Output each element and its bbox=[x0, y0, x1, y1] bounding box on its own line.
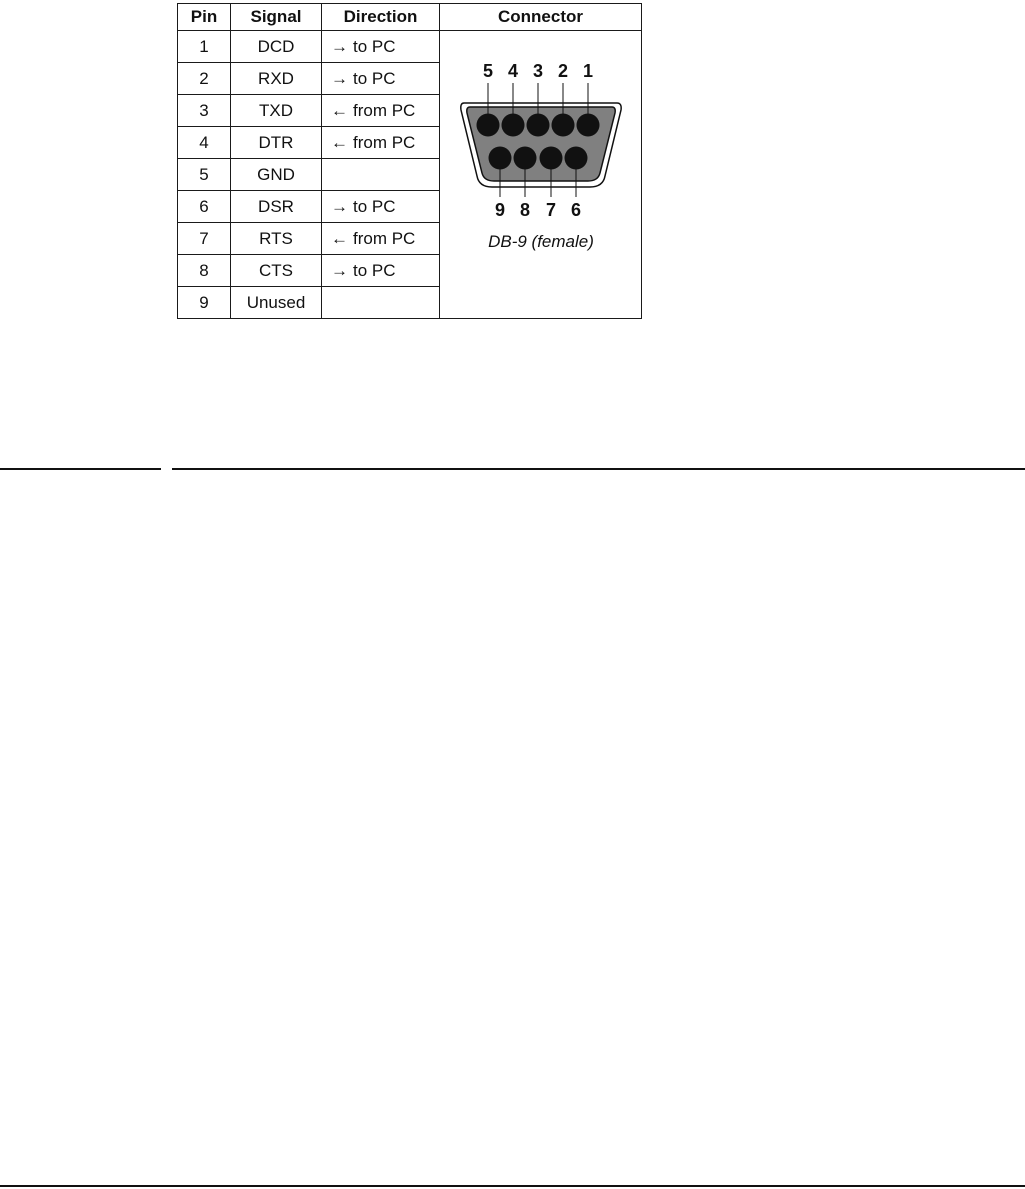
header-pin: Pin bbox=[177, 3, 231, 31]
direction-cell: ←from PC bbox=[321, 126, 440, 159]
pin-label-2: 2 bbox=[558, 61, 568, 81]
signal-name: DCD bbox=[230, 30, 322, 63]
section-rule-right bbox=[172, 468, 1025, 470]
direction-cell: →to PC bbox=[321, 62, 440, 95]
table-row: 2 RXD →to PC bbox=[177, 62, 642, 95]
pin-hole-7 bbox=[539, 146, 563, 170]
header-signal: Signal bbox=[230, 3, 322, 31]
direction-text: from PC bbox=[353, 100, 416, 120]
pin-hole-8 bbox=[513, 146, 537, 170]
pin-number: 8 bbox=[177, 254, 231, 287]
direction-text: to PC bbox=[353, 196, 396, 216]
direction-text: to PC bbox=[353, 260, 396, 280]
arrow-right-icon: → bbox=[331, 36, 348, 56]
connector-outer-shell bbox=[460, 102, 622, 188]
table-row: 8 CTS →to PC bbox=[177, 254, 642, 287]
pin-label-1: 1 bbox=[583, 61, 593, 81]
pin-label-9: 9 bbox=[495, 200, 505, 220]
pin-hole-6 bbox=[564, 146, 588, 170]
pin-number: 4 bbox=[177, 126, 231, 159]
pin-number: 9 bbox=[177, 286, 231, 319]
direction-cell: ←from PC bbox=[321, 222, 440, 255]
signal-name: RTS bbox=[230, 222, 322, 255]
table-row: 3 TXD ←from PC bbox=[177, 94, 642, 127]
arrow-right-icon: → bbox=[331, 68, 348, 88]
header-connector: Connector bbox=[439, 3, 642, 31]
direction-text: to PC bbox=[353, 68, 396, 88]
pin-hole-3 bbox=[526, 113, 550, 137]
arrow-left-icon: ← bbox=[331, 132, 348, 152]
signal-name: TXD bbox=[230, 94, 322, 127]
table-row: 7 RTS ←from PC bbox=[177, 222, 642, 255]
signal-name: CTS bbox=[230, 254, 322, 287]
table-row: 1 DCD →to PC bbox=[177, 30, 642, 319]
pin-number: 2 bbox=[177, 62, 231, 95]
pin-hole-9 bbox=[488, 146, 512, 170]
header-direction: Direction bbox=[321, 3, 440, 31]
direction-cell: →to PC bbox=[321, 30, 440, 63]
signal-name: DSR bbox=[230, 190, 322, 223]
pin-hole-4 bbox=[501, 113, 525, 137]
pin-label-8: 8 bbox=[520, 200, 530, 220]
direction-text: to PC bbox=[353, 36, 396, 56]
direction-cell: →to PC bbox=[321, 190, 440, 223]
db9-connector-diagram: 5 4 3 2 1 9 8 7 6 DB-9 (female) bbox=[460, 61, 622, 251]
pin-number: 1 bbox=[177, 30, 231, 63]
section-rule-left bbox=[0, 468, 161, 470]
pin-label-3: 3 bbox=[533, 61, 543, 81]
footer-rule bbox=[0, 1185, 1025, 1187]
pin-label-6: 6 bbox=[571, 200, 581, 220]
pin-number: 5 bbox=[177, 158, 231, 191]
pin-hole-1 bbox=[576, 113, 600, 137]
direction-cell bbox=[321, 158, 440, 191]
signal-name: GND bbox=[230, 158, 322, 191]
connector-caption: DB-9 (female) bbox=[488, 232, 594, 251]
pin-label-5: 5 bbox=[483, 61, 493, 81]
pin-hole-5 bbox=[476, 113, 500, 137]
direction-cell bbox=[321, 286, 440, 319]
arrow-right-icon: → bbox=[331, 196, 348, 216]
pin-number: 6 bbox=[177, 190, 231, 223]
signal-name: RXD bbox=[230, 62, 322, 95]
pinout-table: Pin Signal Direction Connector 1 DCD →to… bbox=[177, 3, 642, 319]
arrow-left-icon: ← bbox=[331, 100, 348, 120]
arrow-left-icon: ← bbox=[331, 228, 348, 248]
pin-number: 7 bbox=[177, 222, 231, 255]
table-row: 4 DTR ←from PC bbox=[177, 126, 642, 159]
signal-name: DTR bbox=[230, 126, 322, 159]
pin-number: 3 bbox=[177, 94, 231, 127]
table-row: 5 GND bbox=[177, 158, 642, 191]
connector-cell: 5 4 3 2 1 9 8 7 6 DB-9 (female) bbox=[439, 30, 642, 319]
direction-text: from PC bbox=[353, 132, 416, 152]
direction-cell: ←from PC bbox=[321, 94, 440, 127]
arrow-right-icon: → bbox=[331, 260, 348, 280]
direction-text: from PC bbox=[353, 228, 416, 248]
direction-cell: →to PC bbox=[321, 254, 440, 287]
pin-label-4: 4 bbox=[508, 61, 518, 81]
pin-label-7: 7 bbox=[546, 200, 556, 220]
pin-hole-2 bbox=[551, 113, 575, 137]
table-header-row: Pin Signal Direction Connector bbox=[177, 3, 642, 31]
signal-name: Unused bbox=[230, 286, 322, 319]
table-row: 9 Unused bbox=[177, 286, 642, 319]
